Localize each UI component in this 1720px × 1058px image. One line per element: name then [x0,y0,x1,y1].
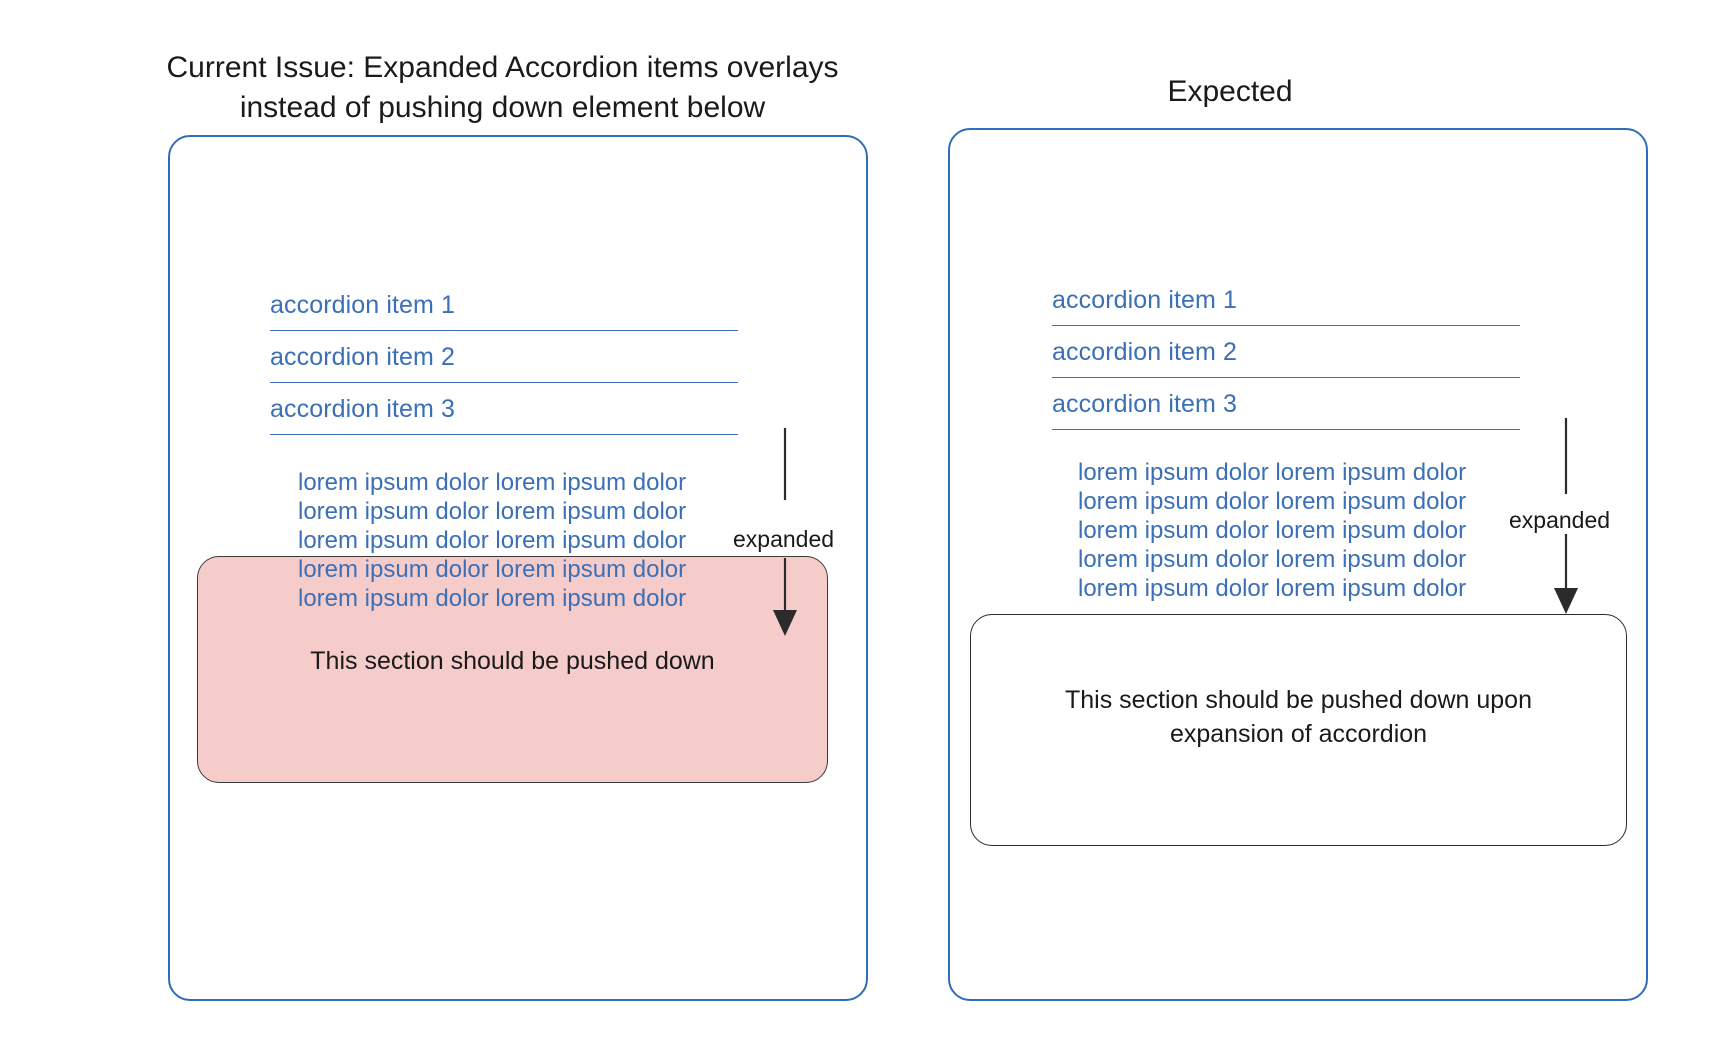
expanded-arrow-label-expected: expanded [1509,507,1611,533]
accordion-item-3[interactable]: accordion item 3 [270,394,738,435]
accordion-item-label: accordion item 1 [1052,286,1238,314]
accordion-item-label: accordion item 3 [1052,390,1238,418]
expanded-arrow-expected [1480,418,1670,628]
accordion-current-issue: accordion item 1 accordion item 2 accord… [270,290,738,435]
accordion-expanded-content-expected: lorem ipsum dolor lorem ipsum dolor lore… [1078,459,1467,602]
expanded-arrow-label-current: expanded [733,526,835,552]
accordion-item-2[interactable]: accordion item 2 [270,342,738,383]
accordion-item-label: accordion item 2 [1052,338,1238,366]
pushed-down-section-current: This section should be pushed down [197,556,828,783]
pushed-down-section-text: This section should be pushed down upon … [1065,686,1532,748]
accordion-item-label: accordion item 2 [270,343,456,371]
accordion-item-label: accordion item 1 [270,291,456,319]
accordion-item-label: accordion item 3 [270,395,456,423]
pushed-down-section-expected: This section should be pushed down upon … [970,614,1627,846]
expected-card [948,128,1648,1001]
expanded-arrow-current [700,428,880,648]
pushed-down-section-text: This section should be pushed down [310,647,715,675]
accordion-item-3[interactable]: accordion item 3 [1052,389,1520,430]
accordion-expanded-content-current: lorem ipsum dolor lorem ipsum dolor lore… [298,469,687,612]
accordion-item-2[interactable]: accordion item 2 [1052,337,1520,378]
left-panel-title: Current Issue: Expanded Accordion items … [166,51,839,124]
right-panel-title: Expected [1167,75,1293,108]
accordion-item-1[interactable]: accordion item 1 [270,290,738,331]
accordion-item-1[interactable]: accordion item 1 [1052,285,1520,326]
accordion-expected: accordion item 1 accordion item 2 accord… [1052,285,1520,430]
